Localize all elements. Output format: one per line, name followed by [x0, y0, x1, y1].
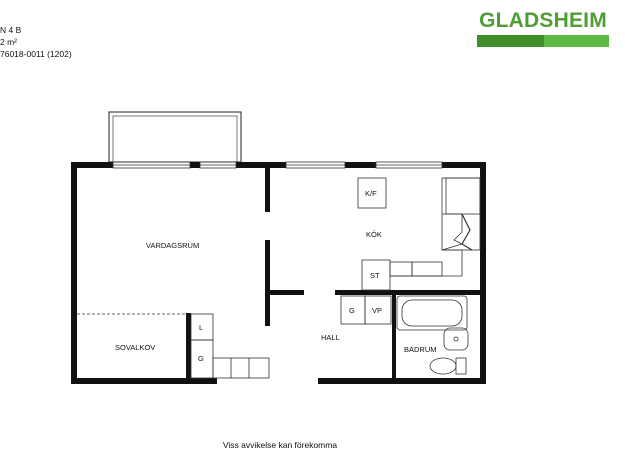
- brand-bar-light: [544, 35, 609, 47]
- fixture-label-vp: VP: [372, 306, 382, 315]
- brand-logo: GLADSHEIM: [477, 8, 609, 47]
- washbasin: [443, 327, 469, 351]
- counter-edge: [390, 249, 463, 277]
- closets: [212, 357, 270, 379]
- room-label-kok: KÖK: [366, 230, 382, 239]
- kitchen-zigzag: [461, 213, 473, 251]
- fixture-label-l: L: [199, 323, 203, 332]
- brand-bar: [477, 35, 609, 47]
- fixture-label-g-hall: G: [349, 306, 355, 315]
- fridge-freezer: [357, 177, 387, 209]
- windows: [112, 161, 443, 169]
- stove: [445, 177, 481, 215]
- outer-walls: [71, 162, 486, 384]
- bathtub-basin: [401, 299, 463, 327]
- brand-name: GLADSHEIM: [479, 9, 607, 32]
- toilet-tank: [455, 357, 467, 375]
- balcony: [108, 111, 242, 163]
- fixture-label-kf: K/F: [365, 189, 377, 198]
- apartment-type: N 4 B: [0, 25, 22, 35]
- disclaimer-note: Viss avvikelse kan förekomma: [222, 440, 338, 450]
- counter-right: [411, 261, 443, 277]
- apartment-info: N 4 B 2 m² 76018-0011 (1202): [0, 24, 72, 60]
- bathtub: [396, 295, 468, 331]
- room-label-badrum: BADRUM: [404, 345, 437, 354]
- fixture-label-g-alkov: G: [198, 354, 204, 363]
- room-label-vardagsrum: VARDAGSRUM: [146, 241, 199, 250]
- counter-left: [389, 261, 413, 277]
- kitchen-sink: [441, 213, 464, 251]
- brand-bar-dark: [477, 35, 544, 47]
- apartment-area: 2 m²: [0, 37, 17, 47]
- water-heater: [364, 295, 392, 325]
- room-label-hall: HALL: [321, 333, 340, 342]
- toilet: [429, 357, 457, 375]
- inner-walls: [186, 168, 481, 378]
- room-label-sovalkov: SOVALKOV: [115, 343, 155, 352]
- apartment-id: 76018-0011 (1202): [0, 49, 72, 59]
- balcony-inner: [112, 115, 238, 163]
- fixture-label-st: ST: [370, 271, 380, 280]
